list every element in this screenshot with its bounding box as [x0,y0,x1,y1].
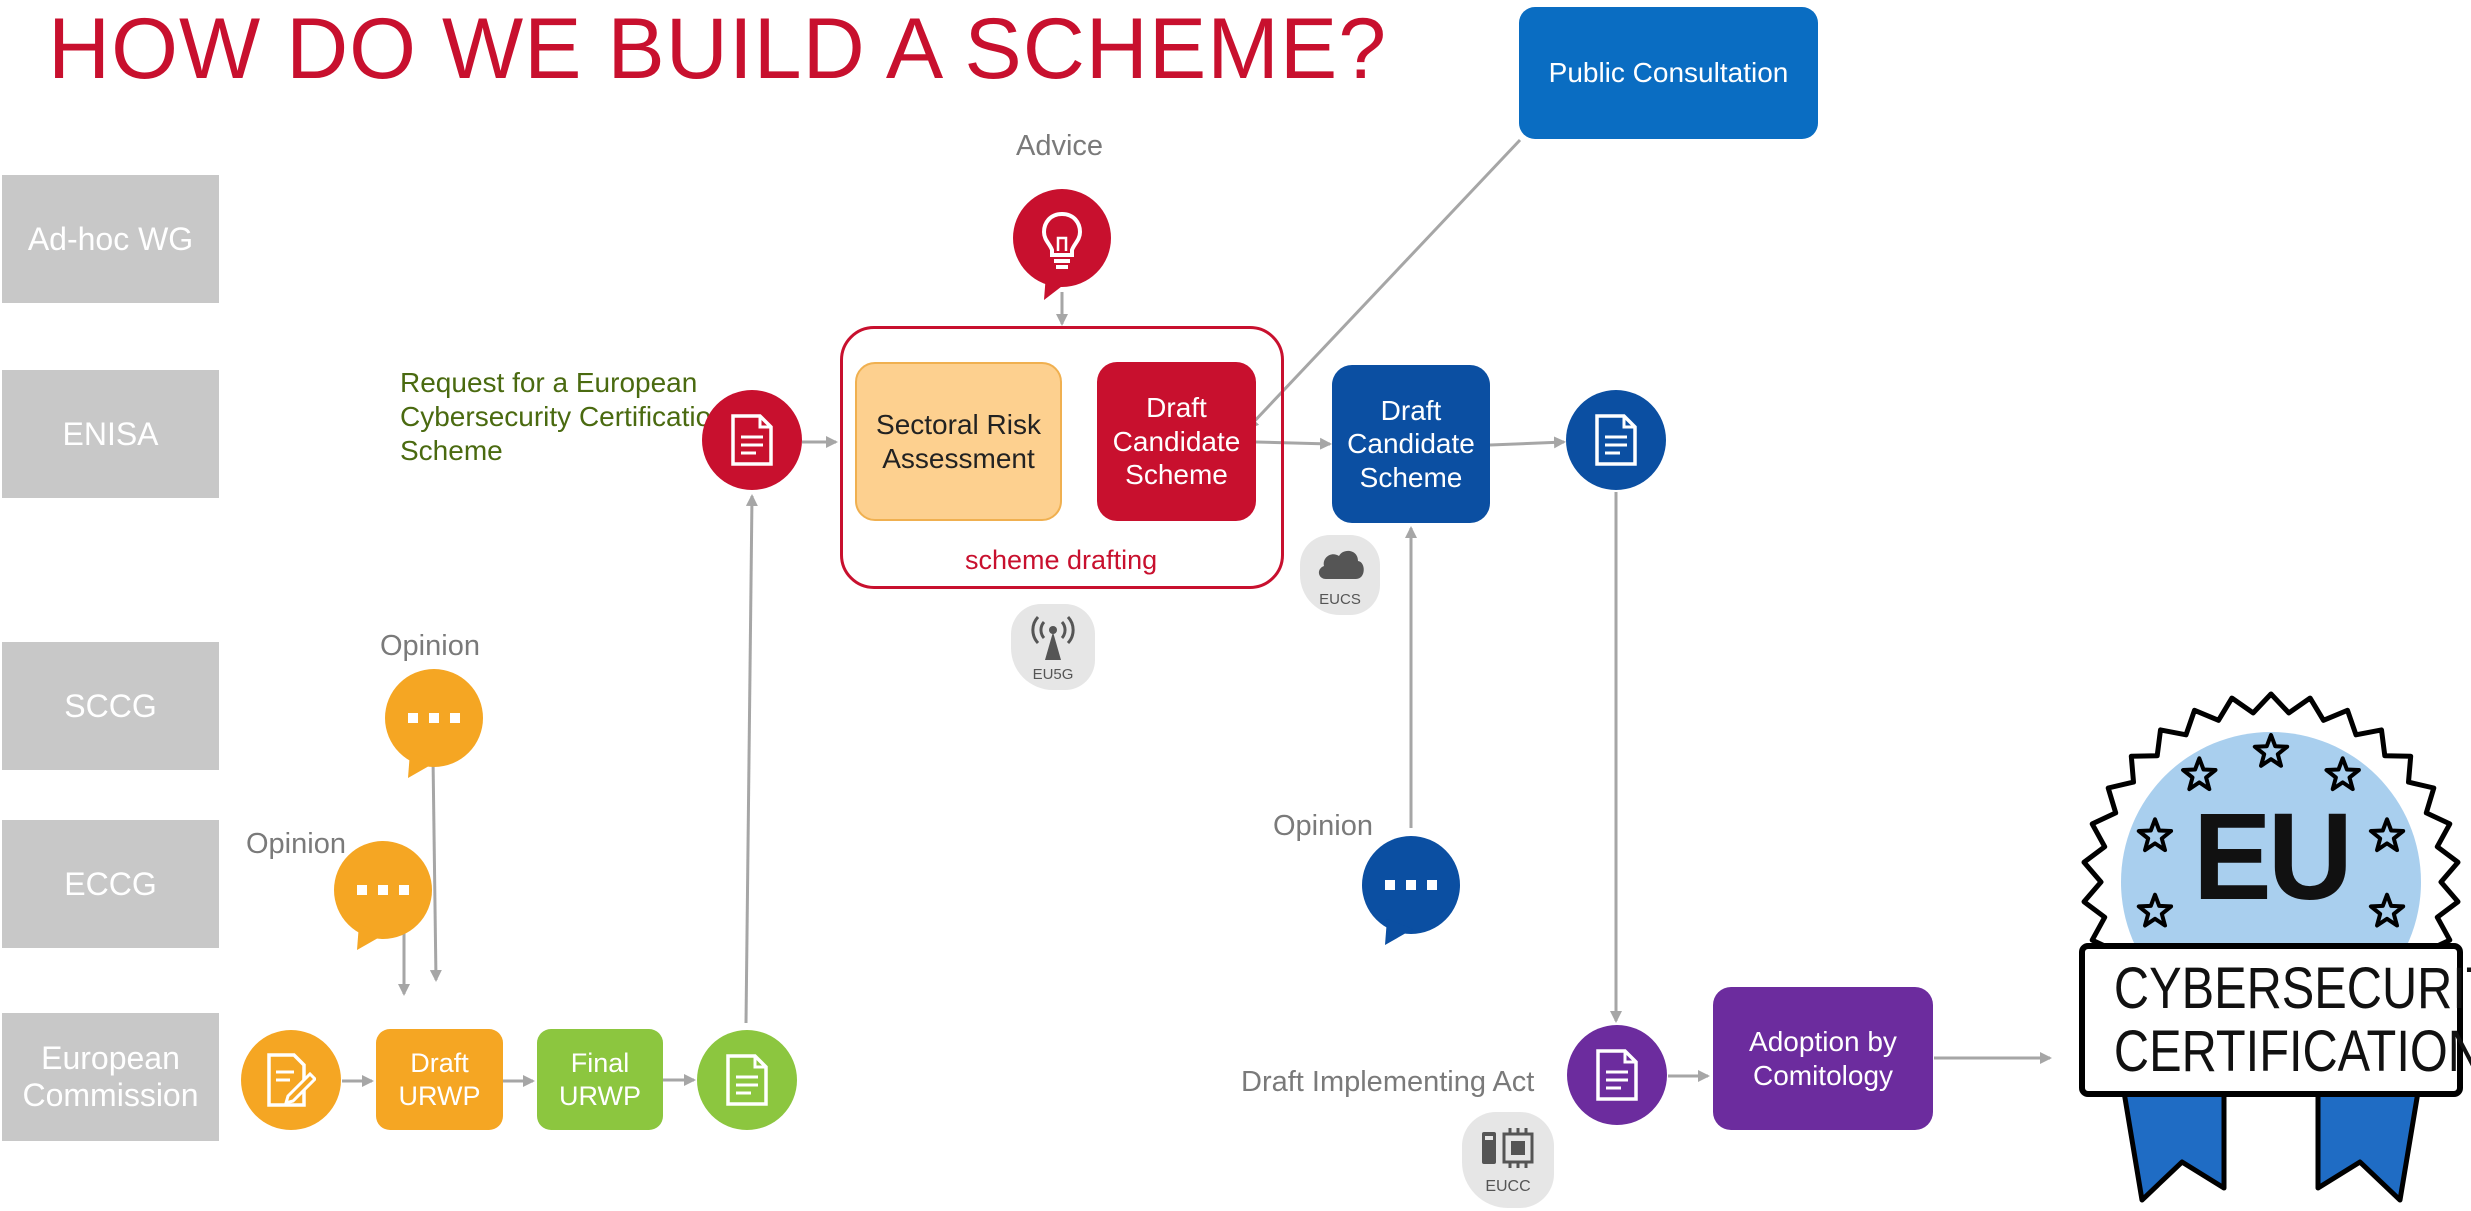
cloud-icon [1318,550,1364,579]
lane-european-commission: European Commission [2,1013,219,1141]
eucs-label: EUCS [1319,591,1361,608]
request-document-node [702,390,802,490]
sectoral-risk-box: Sectoral Risk Assessment [855,362,1062,521]
scheme-drafting-container [840,326,1284,589]
advice-bubble [1012,188,1112,303]
eucs-tag: EUCS [1300,535,1380,615]
star-icon [2324,756,2361,792]
antenna-icon [1031,615,1075,660]
adoption-by-comitology-box: Adoption by Comitology [1713,987,1933,1130]
eu-cybersecurity-certification-badge: EU CYBERSECURITY CERTIFICATION [2074,660,2471,1208]
badge-seal-graphic [2079,691,2463,1203]
opinion-eccg-bubble [333,840,433,952]
chip-icon [1482,1128,1534,1168]
star-icon [2136,892,2174,928]
document-icon [1595,414,1637,466]
document-icon [726,1054,768,1106]
opinion-right-bubble [1361,835,1461,947]
opinion-sccg-label: Opinion [380,630,480,662]
badge-eu-text: EU [2193,787,2353,927]
eucc-tag: EUCC [1462,1112,1554,1208]
public-consultation-box: Public Consultation [1519,7,1818,139]
eucc-label: EUCC [1485,1178,1531,1195]
star-icon [2181,756,2218,792]
lane-enisa: ENISA [2,370,219,498]
page-title: HOW DO WE BUILD A SCHEME? [48,1,1388,97]
opinion-right-label: Opinion [1273,810,1373,842]
ellipsis-icon [1362,836,1460,945]
opinion-sccg-bubble [384,668,484,780]
request-label: Request for a European Cybersecurity Cer… [400,367,727,467]
lightbulb-icon [1013,189,1111,300]
advice-label: Advice [1016,130,1104,162]
lane-sccg: SCCG [2,642,219,770]
ellipsis-icon [385,669,483,778]
lane-eccg: ECCG [2,820,219,948]
draft-urwp-box: Draft URWP [376,1029,503,1130]
opinion-eccg-label: Opinion [246,828,346,860]
draft-candidate-scheme-blue: Draft Candidate Scheme [1332,365,1490,523]
draft-candidate-scheme-red: Draft Candidate Scheme [1097,362,1256,521]
eu5g-label: EU5G [1032,666,1074,683]
star-icon [2252,733,2290,768]
lane-adhoc-wg: Ad-hoc WG [2,175,219,303]
final-urwp-document-node [697,1030,797,1130]
document-icon [731,414,773,466]
eu5g-tag: EU5G [1011,604,1095,690]
implementing-act-document-node [1567,1025,1667,1125]
document-icon [1596,1049,1638,1101]
blue-document-node [1566,390,1666,490]
commission-edit-node [241,1030,341,1130]
draft-implementing-act-label: Draft Implementing Act [1241,1066,1535,1098]
ellipsis-icon [334,841,432,950]
scheme-drafting-label: scheme drafting [965,545,1158,575]
final-urwp-box: Final URWP [537,1029,663,1130]
edit-document-icon [267,1053,316,1107]
badge-line-2: CERTIFICATION [2113,1018,2471,1084]
star-icon [2368,892,2406,928]
badge-line-1: CYBERSECURITY [2113,956,2471,1021]
star-icon [2368,817,2406,853]
star-icon [2136,817,2174,853]
